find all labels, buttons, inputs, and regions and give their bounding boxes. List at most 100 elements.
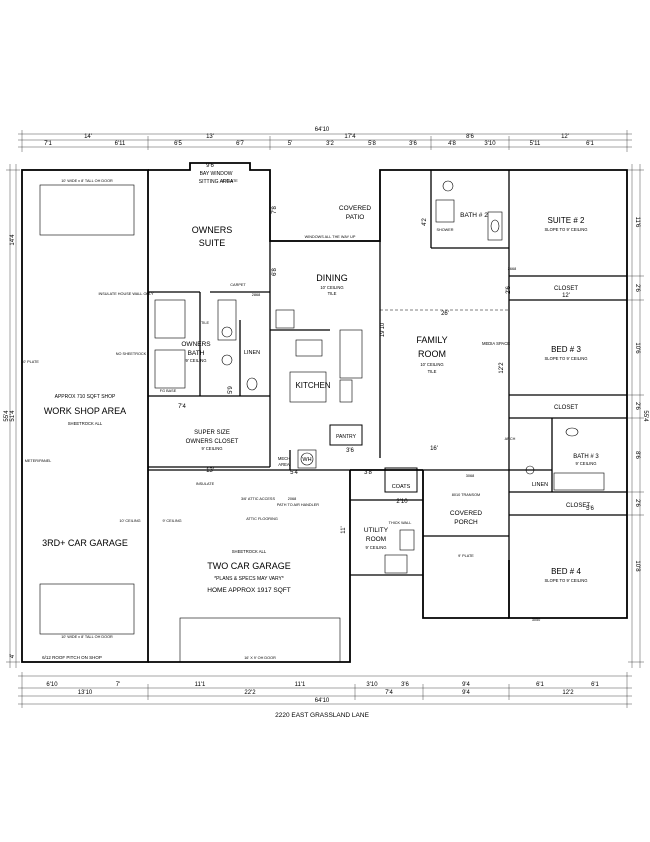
bath3-ceiling: 9' CEILING xyxy=(575,461,596,466)
media-space: MEDIA SPACE xyxy=(482,341,510,346)
transom-note: 8010 TRANSOM xyxy=(452,493,480,497)
fg-base-note: FG BASE xyxy=(160,389,177,393)
owners-suite-label-2: SUITE xyxy=(199,238,226,248)
dim-26: 26' xyxy=(441,311,449,317)
dimension-lines xyxy=(6,130,644,708)
arch-note: ARCH xyxy=(505,437,516,441)
plate-10-note: 10' PLATE xyxy=(21,360,39,364)
utility-label-2: ROOM xyxy=(366,536,386,543)
shop-door-bottom-note: 10' WIDE x 8' TALL OH DOOR xyxy=(61,635,113,639)
pantry-label: PANTRY xyxy=(336,434,356,440)
dim-right-6: 2'6 xyxy=(634,499,640,507)
carpet-note: CARPET xyxy=(230,283,246,287)
water-heater-label: WH xyxy=(302,457,311,463)
dim-bot-6: 3'6 xyxy=(401,682,409,688)
top-dimensions: 64'10 14' 13' 17'4 8'6 12' 7'1 6'11 6'5 … xyxy=(44,127,594,147)
bath3-label: BATH # 3 xyxy=(573,454,599,460)
dim-right-7: 10'8 xyxy=(634,560,640,572)
covered-porch-label: COVERED xyxy=(450,510,482,517)
dim-left-1: 14'4 xyxy=(10,234,16,246)
family-room-label-2: ROOM xyxy=(418,349,446,359)
dim-top2-3: 6'5 xyxy=(174,141,182,147)
linen2-label: LINEN xyxy=(532,482,548,488)
owners-bath-ceiling: 9' CEILING xyxy=(185,358,206,363)
bottom-dimensions: 6'10 7' 11'1 11'1 3'10 3'6 9'4 6'1 6'1 1… xyxy=(46,682,599,719)
dim-19-10: 19'10 xyxy=(380,322,386,337)
owners-bath-label: OWNERS xyxy=(181,341,211,348)
dim-top-overall: 64'10 xyxy=(315,127,330,133)
bay-window-label: BAY WINDOW xyxy=(200,171,233,177)
garage-ceiling-9-note: 9' CEILING xyxy=(162,519,181,523)
dim-12: 12' xyxy=(562,293,570,299)
covered-porch-label-2: PORCH xyxy=(454,519,478,526)
dim-7-8: 7'8 xyxy=(272,205,278,213)
owners-closet-ceiling: 9' CEILING xyxy=(201,446,222,451)
suite2-ceiling: SLOPE TO 9' CEILING xyxy=(544,227,587,232)
dining-ceiling: 10' CEILING xyxy=(320,285,343,290)
covered-patio-label-2: PATIO xyxy=(346,214,365,221)
address: 2220 EAST GRASSLAND LANE xyxy=(275,712,369,719)
bed4-ceiling: SLOPE TO 9' CEILING xyxy=(544,578,587,583)
sitting-area-label: SITTING AREA xyxy=(199,179,234,185)
dim-5-6: 5'6 xyxy=(586,506,594,512)
dim-right-1: 11'6 xyxy=(634,217,640,228)
plans-note: *PLANS & SPECS MAY VARY* xyxy=(214,576,284,582)
dim-5-9: 5'9 xyxy=(228,385,234,393)
dim-top-1: 14' xyxy=(84,134,92,140)
dim-13: 13' xyxy=(206,468,214,474)
shop-note: APPROX 710 SQFT SHOP xyxy=(55,394,116,400)
dim-right-2: 2'6 xyxy=(634,284,640,292)
dim-top2-11: 5'11 xyxy=(530,141,541,147)
room-labels: BAY WINDOW SITTING AREA OWNERS SUITE COV… xyxy=(42,171,599,594)
dim-top2-4: 6'7 xyxy=(236,141,244,147)
dim-11: 11' xyxy=(341,526,347,533)
bath2-label: BATH # 2 xyxy=(460,212,488,219)
family-tile: TILE xyxy=(428,369,437,374)
no-sheetrock-note: NO SHEETROCK xyxy=(116,352,147,356)
attic-flooring-note: ATTIC FLOORING xyxy=(246,517,278,521)
dim-right-3: 10'6 xyxy=(634,342,640,354)
dim-3-6: 3'6 xyxy=(346,448,354,454)
utility-ceiling: 9' CEILING xyxy=(365,545,386,550)
dim-top2-10: 3'10 xyxy=(484,141,496,147)
dim-bot-9: 6'1 xyxy=(591,682,599,688)
plate-9-note: 9' PLATE xyxy=(458,554,474,558)
garage-ceiling-note: 10' CEILING xyxy=(119,519,140,523)
insulate-wall-note: INSULATE HOUSE WALL ONLY xyxy=(98,292,154,296)
dim-left-3: 4' xyxy=(10,654,16,658)
dim-bot-8: 6'1 xyxy=(536,682,544,688)
interior-walls xyxy=(148,170,627,576)
home-sqft: HOME APPROX 1917 SQFT xyxy=(207,587,290,594)
dim-6-8: 6'8 xyxy=(272,267,278,275)
closet-b4-label: CLOSET xyxy=(566,503,590,509)
dim-9-6: 9'6 xyxy=(206,163,214,169)
workshop-sub: SHEETROCK ALL xyxy=(68,421,103,426)
family-room-label: FAMILY xyxy=(416,335,447,345)
kitchen-label: KITCHEN xyxy=(295,381,330,390)
side-dimensions: 55'4 14'4 51'4 4' 55'4 11'6 2'6 10'6 2'6… xyxy=(4,217,648,659)
door-2068-note: 2068 xyxy=(288,497,296,501)
plate-8-note: 8' PLATE xyxy=(222,179,238,183)
dim-top2-7: 5'8 xyxy=(368,141,376,147)
closet-s2-label: CLOSET xyxy=(554,286,578,292)
interior-dimensions: 9'6 26' 19'10 16' 13' 12' 7'4 5'4 3'8 2'… xyxy=(178,163,594,534)
dim-right-4: 2'6 xyxy=(634,402,640,410)
dim-4-2: 4'2 xyxy=(422,217,428,225)
dim-16: 16' xyxy=(430,446,438,452)
dim-bot-1: 6'10 xyxy=(46,682,58,688)
dim-top2-12: 6'1 xyxy=(586,141,594,147)
plan-notes: 10' WIDE x 8' TALL OH DOOR 10' WIDE x 8'… xyxy=(21,179,540,660)
dim-top2-5: 5' xyxy=(288,141,292,147)
dim-bot2-2: 22'2 xyxy=(244,690,256,696)
thick-wall-note: THICK WALL xyxy=(389,521,412,525)
dim-bot2-3: 7'4 xyxy=(385,690,393,696)
bed4-label: BED # 4 xyxy=(551,567,581,576)
dim-top2-1: 7'1 xyxy=(44,141,52,147)
shower-note: SHOWER xyxy=(436,228,453,232)
dim-2-6: 2'6 xyxy=(506,285,512,293)
door-2668-note: 2668 xyxy=(508,267,516,271)
dim-right-5: 8'6 xyxy=(634,451,640,459)
dim-5-4: 5'4 xyxy=(290,470,298,476)
coats-label: COATS xyxy=(392,484,411,490)
